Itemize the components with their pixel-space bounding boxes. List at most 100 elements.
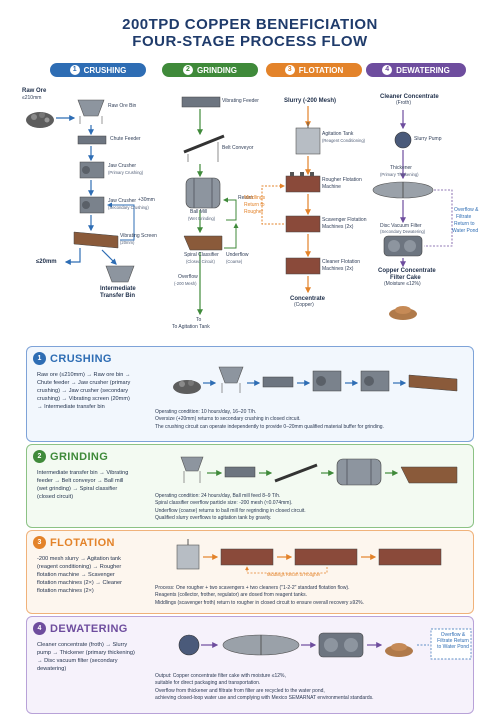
box-line: Filtrate Return	[437, 637, 469, 644]
note-line: Qualified slurry overflows to agitation …	[155, 514, 272, 521]
overflow-note-4: Water Pond	[452, 228, 479, 234]
chute-feeder-label: Chute Feeder	[110, 136, 141, 142]
to-label: To	[196, 317, 202, 323]
crushing-notes: Operating condition: 10 hours/day, 16–20…	[155, 409, 465, 431]
flotation-panel-header: 3 FLOTATION	[33, 536, 115, 549]
desc-line: crushing) → Jaw crusher (secondary	[37, 388, 129, 395]
dewatering-panel: 4 DEWATERING Cleaner concentrate (froth)…	[26, 616, 474, 714]
flotation-description: -200 mesh slurry → Agitation tank (reage…	[37, 555, 169, 596]
dewatering-panel-header: 4 DEWATERING	[33, 622, 128, 635]
transfer-bin-label-2: Transfer Bin	[100, 293, 136, 299]
spiral-classifier-sub: (Closed Circuit)	[186, 259, 215, 264]
concentrate-label: Concentrate	[290, 296, 326, 302]
middlings-return-label: Middlings Return to Rougher	[267, 572, 321, 577]
panel-number: 3	[33, 536, 46, 549]
overflow-sub: (-200 Mesh)	[174, 281, 197, 286]
page-title: 200TPD COPPER BENEFICIATION	[122, 16, 378, 33]
transfer-bin-label: Intermediate	[100, 286, 136, 292]
note-line: Underflow (coarse) returns to ball mill …	[155, 507, 306, 514]
desc-line: (wet grinding) → Spiral classifier	[37, 486, 118, 493]
return-label: Return	[238, 195, 254, 201]
desc-line: pump → Thickener (primary thickening)	[37, 650, 135, 657]
desc-line: crushing) → Vibrating screen (20mm)	[37, 396, 130, 403]
grinding-panel-header: 2 GRINDING	[33, 450, 108, 463]
flow-diagram	[26, 96, 453, 320]
page-subtitle: FOUR-STAGE PROCESS FLOW	[132, 33, 368, 50]
agitation-tank-label: Agitation Tank	[322, 131, 354, 137]
note-line: Operating condition: 24 hours/day, Ball …	[155, 493, 281, 499]
scavenger-label: Scavenger Flotation	[322, 217, 367, 223]
scavenger-label-2: Machines (2x)	[322, 224, 354, 230]
cake-label: Copper Concentrate	[378, 268, 436, 274]
stage-number: 1	[69, 65, 80, 75]
jaw-crusher-primary-sub: (Primary Crushing)	[108, 170, 144, 175]
flotation-panel: 3 FLOTATION -200 mesh slurry → Agitation…	[26, 530, 474, 614]
stage-crushing-bar: 1 CRUSHING	[50, 63, 146, 77]
cake-label-2: Filter Cake	[390, 275, 421, 281]
note-line: Process: One rougher + two scavengers + …	[155, 585, 350, 591]
jaw-crusher-secondary-icon	[79, 196, 105, 214]
stage-number: 4	[382, 65, 393, 75]
thickener-label: Thickener	[390, 165, 412, 171]
desc-line: → Intermediate transfer bin	[37, 404, 105, 411]
cleaner-flotation-icon	[285, 257, 321, 275]
disc-vacuum-filter-icon	[383, 235, 423, 257]
cleaner-label: Cleaner Flotation	[322, 259, 361, 265]
underflow-label: Underflow	[226, 252, 249, 258]
desc-line: flotation machines (2×) → Cleaner	[37, 580, 123, 587]
desc-line: → Disc vacuum filter (secondary	[37, 658, 118, 665]
underflow-sub: (Coarse)	[226, 259, 243, 264]
stage-label: FLOTATION	[298, 65, 344, 75]
cake-label-3: (Moisture ≤12%)	[384, 281, 421, 287]
overflow-note-1: Overflow &	[454, 207, 479, 213]
stage-flotation-bar: 3 FLOTATION	[266, 63, 362, 77]
rougher-flotation-icon	[285, 172, 321, 193]
ore-pile-icon	[26, 112, 54, 128]
cleaner-concentrate-sub: (Froth)	[396, 100, 411, 106]
overflow-note-3: Return to	[454, 221, 475, 227]
rougher-label-2: Machine	[322, 184, 341, 190]
undersize-label: ≤20mm	[36, 259, 57, 265]
overflow-return-box: Overflow & Filtrate Return to Water Pond	[433, 632, 473, 650]
desc-line: feeder → Belt conveyor → Ball mill	[37, 478, 124, 485]
thickener-icon	[372, 181, 434, 199]
raw-ore-bin-icon	[77, 99, 105, 124]
agitation-tank-icon	[295, 122, 321, 155]
panel-number: 4	[33, 622, 46, 635]
oversize-label: +30mm	[138, 197, 155, 203]
chute-feeder-icon	[77, 135, 107, 145]
crushing-panel-header: 1 CRUSHING	[33, 352, 112, 365]
note-line: Oversize (+20mm) returns to secondary cr…	[155, 416, 301, 423]
crushing-panel: 1 CRUSHING Raw ore (≤210mm) → Raw ore bi…	[26, 346, 474, 442]
to-agitation-tank-label: To Agitation Tank	[172, 324, 210, 330]
box-line: Overflow &	[440, 632, 466, 638]
vibrating-screen-label: Vibrating Screen	[120, 233, 157, 239]
stage-dewatering-bar: 4 DEWATERING	[366, 63, 466, 77]
raw-ore-size-label: ≤210mm	[22, 95, 42, 101]
belt-conveyor-icon	[183, 134, 225, 162]
stage-label: GRINDING	[197, 65, 237, 75]
thickener-sub: (Primary Thickening)	[380, 172, 419, 177]
ball-mill-label: Ball Mill	[190, 209, 208, 215]
desc-line: flotation machine → Scavenger	[37, 572, 115, 579]
jaw-crusher-secondary-label: Jaw Crusher	[108, 198, 137, 204]
desc-line: Intermediate transfer bin → Vibrating	[37, 470, 129, 476]
spiral-classifier-icon	[183, 235, 223, 251]
spiral-classifier-label: Spiral Classifier	[184, 252, 219, 258]
grinding-description: Intermediate transfer bin → Vibrating fe…	[37, 469, 169, 501]
jaw-crusher-primary-label: Jaw Crusher	[108, 163, 137, 169]
ball-mill-sub: (Wet Grinding)	[188, 216, 216, 221]
panel-number: 1	[33, 352, 46, 365]
panel-title: DEWATERING	[50, 622, 128, 635]
dewatering-notes: Output: Copper concentrate filter cake w…	[155, 673, 465, 702]
panel-title: CRUSHING	[50, 352, 112, 365]
scavenger-flotation-icon	[285, 215, 321, 233]
stage-label: CRUSHING	[83, 65, 127, 75]
vibrating-feeder-label: Vibrating Feeder	[222, 98, 259, 104]
overflow-note-2: Filtrate	[456, 214, 472, 220]
crushing-description: Raw ore (≤210mm) → Raw ore bin → Chute f…	[37, 371, 169, 412]
cleaner-label-2: Machines (2x)	[322, 266, 354, 272]
desc-line: flotation machines (2×)	[37, 588, 94, 595]
raw-ore-bin-label: Raw Ore Bin	[108, 103, 137, 109]
note-line: Operating condition: 10 hours/day, 16–20…	[155, 409, 257, 415]
